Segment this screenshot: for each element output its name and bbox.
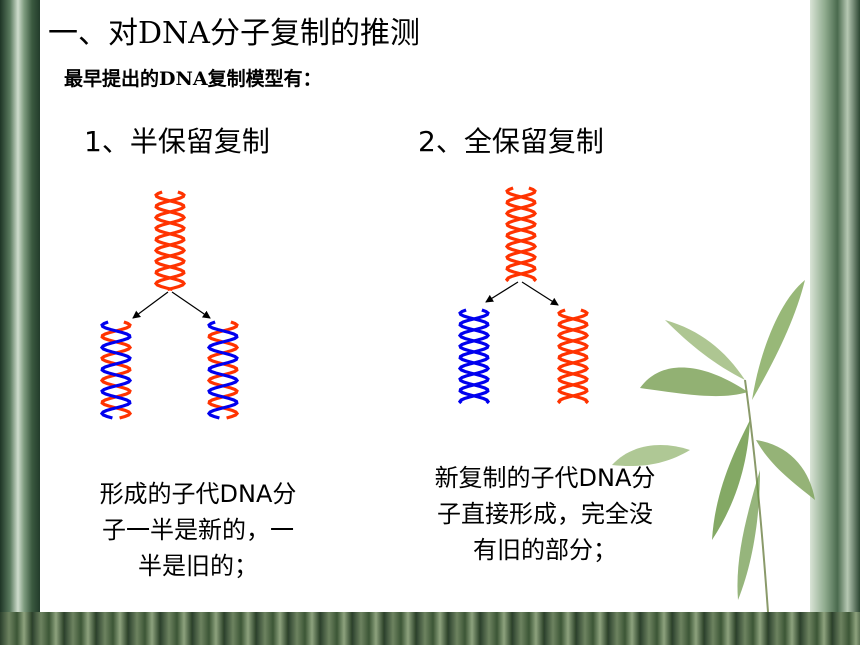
slide-canvas — [40, 0, 810, 612]
arrow-left-icon — [132, 291, 169, 319]
model-semi-conservative-label: 1、半保留复制 — [84, 125, 270, 158]
bottom-border-decoration — [0, 612, 860, 645]
dna-strand-b — [504, 186, 538, 283]
arrow-right-icon — [521, 281, 559, 306]
description-line: 有旧的部分； — [473, 536, 617, 564]
conservative-parent-helix — [504, 186, 538, 283]
conservative-description: 新复制的子代DNA分 子直接形成，完全没 有旧的部分； — [390, 460, 700, 568]
dna-strand-a — [457, 308, 491, 405]
slide-title: 一、对DNA分子复制的推测 — [48, 16, 420, 51]
dna-strand-b — [457, 308, 491, 405]
arrow-left-icon — [485, 281, 519, 303]
dna-strand-b — [153, 190, 187, 292]
dna-strand-a — [504, 186, 538, 283]
conservative-daughter-helix-new — [457, 308, 491, 405]
description-line: 子直接形成，完全没 — [437, 500, 653, 528]
dna-strand-a — [153, 190, 187, 292]
semi-conservative-parent-helix — [153, 190, 187, 292]
dna-strand-b — [206, 320, 240, 420]
semi-conservative-daughter-helix-right — [206, 320, 240, 420]
model-conservative-label: 2、全保留复制 — [418, 125, 604, 158]
dna-strand-b — [99, 320, 133, 420]
dna-strand-a — [99, 320, 133, 420]
dna-strand-b — [556, 308, 590, 405]
semi-conservative-description: 形成的子代DNA分 子一半是新的，一 半是旧的； — [58, 476, 338, 584]
right-border-decoration — [810, 0, 860, 645]
description-line: 子一半是新的，一 — [102, 516, 294, 544]
description-line: 形成的子代DNA分 — [99, 480, 297, 508]
dna-strand-a — [556, 308, 590, 405]
conservative-daughter-helix-old — [556, 308, 590, 405]
description-line: 新复制的子代DNA分 — [434, 464, 656, 492]
semi-conservative-daughter-helix-left — [99, 320, 133, 420]
left-border-decoration — [0, 0, 40, 645]
bamboo-leaf-decoration — [612, 280, 815, 613]
dna-strand-a — [206, 320, 240, 420]
description-line: 半是旧的； — [138, 552, 258, 580]
slide-subtitle: 最早提出的DNA复制模型有： — [64, 68, 322, 90]
arrow-right-icon — [171, 291, 211, 319]
